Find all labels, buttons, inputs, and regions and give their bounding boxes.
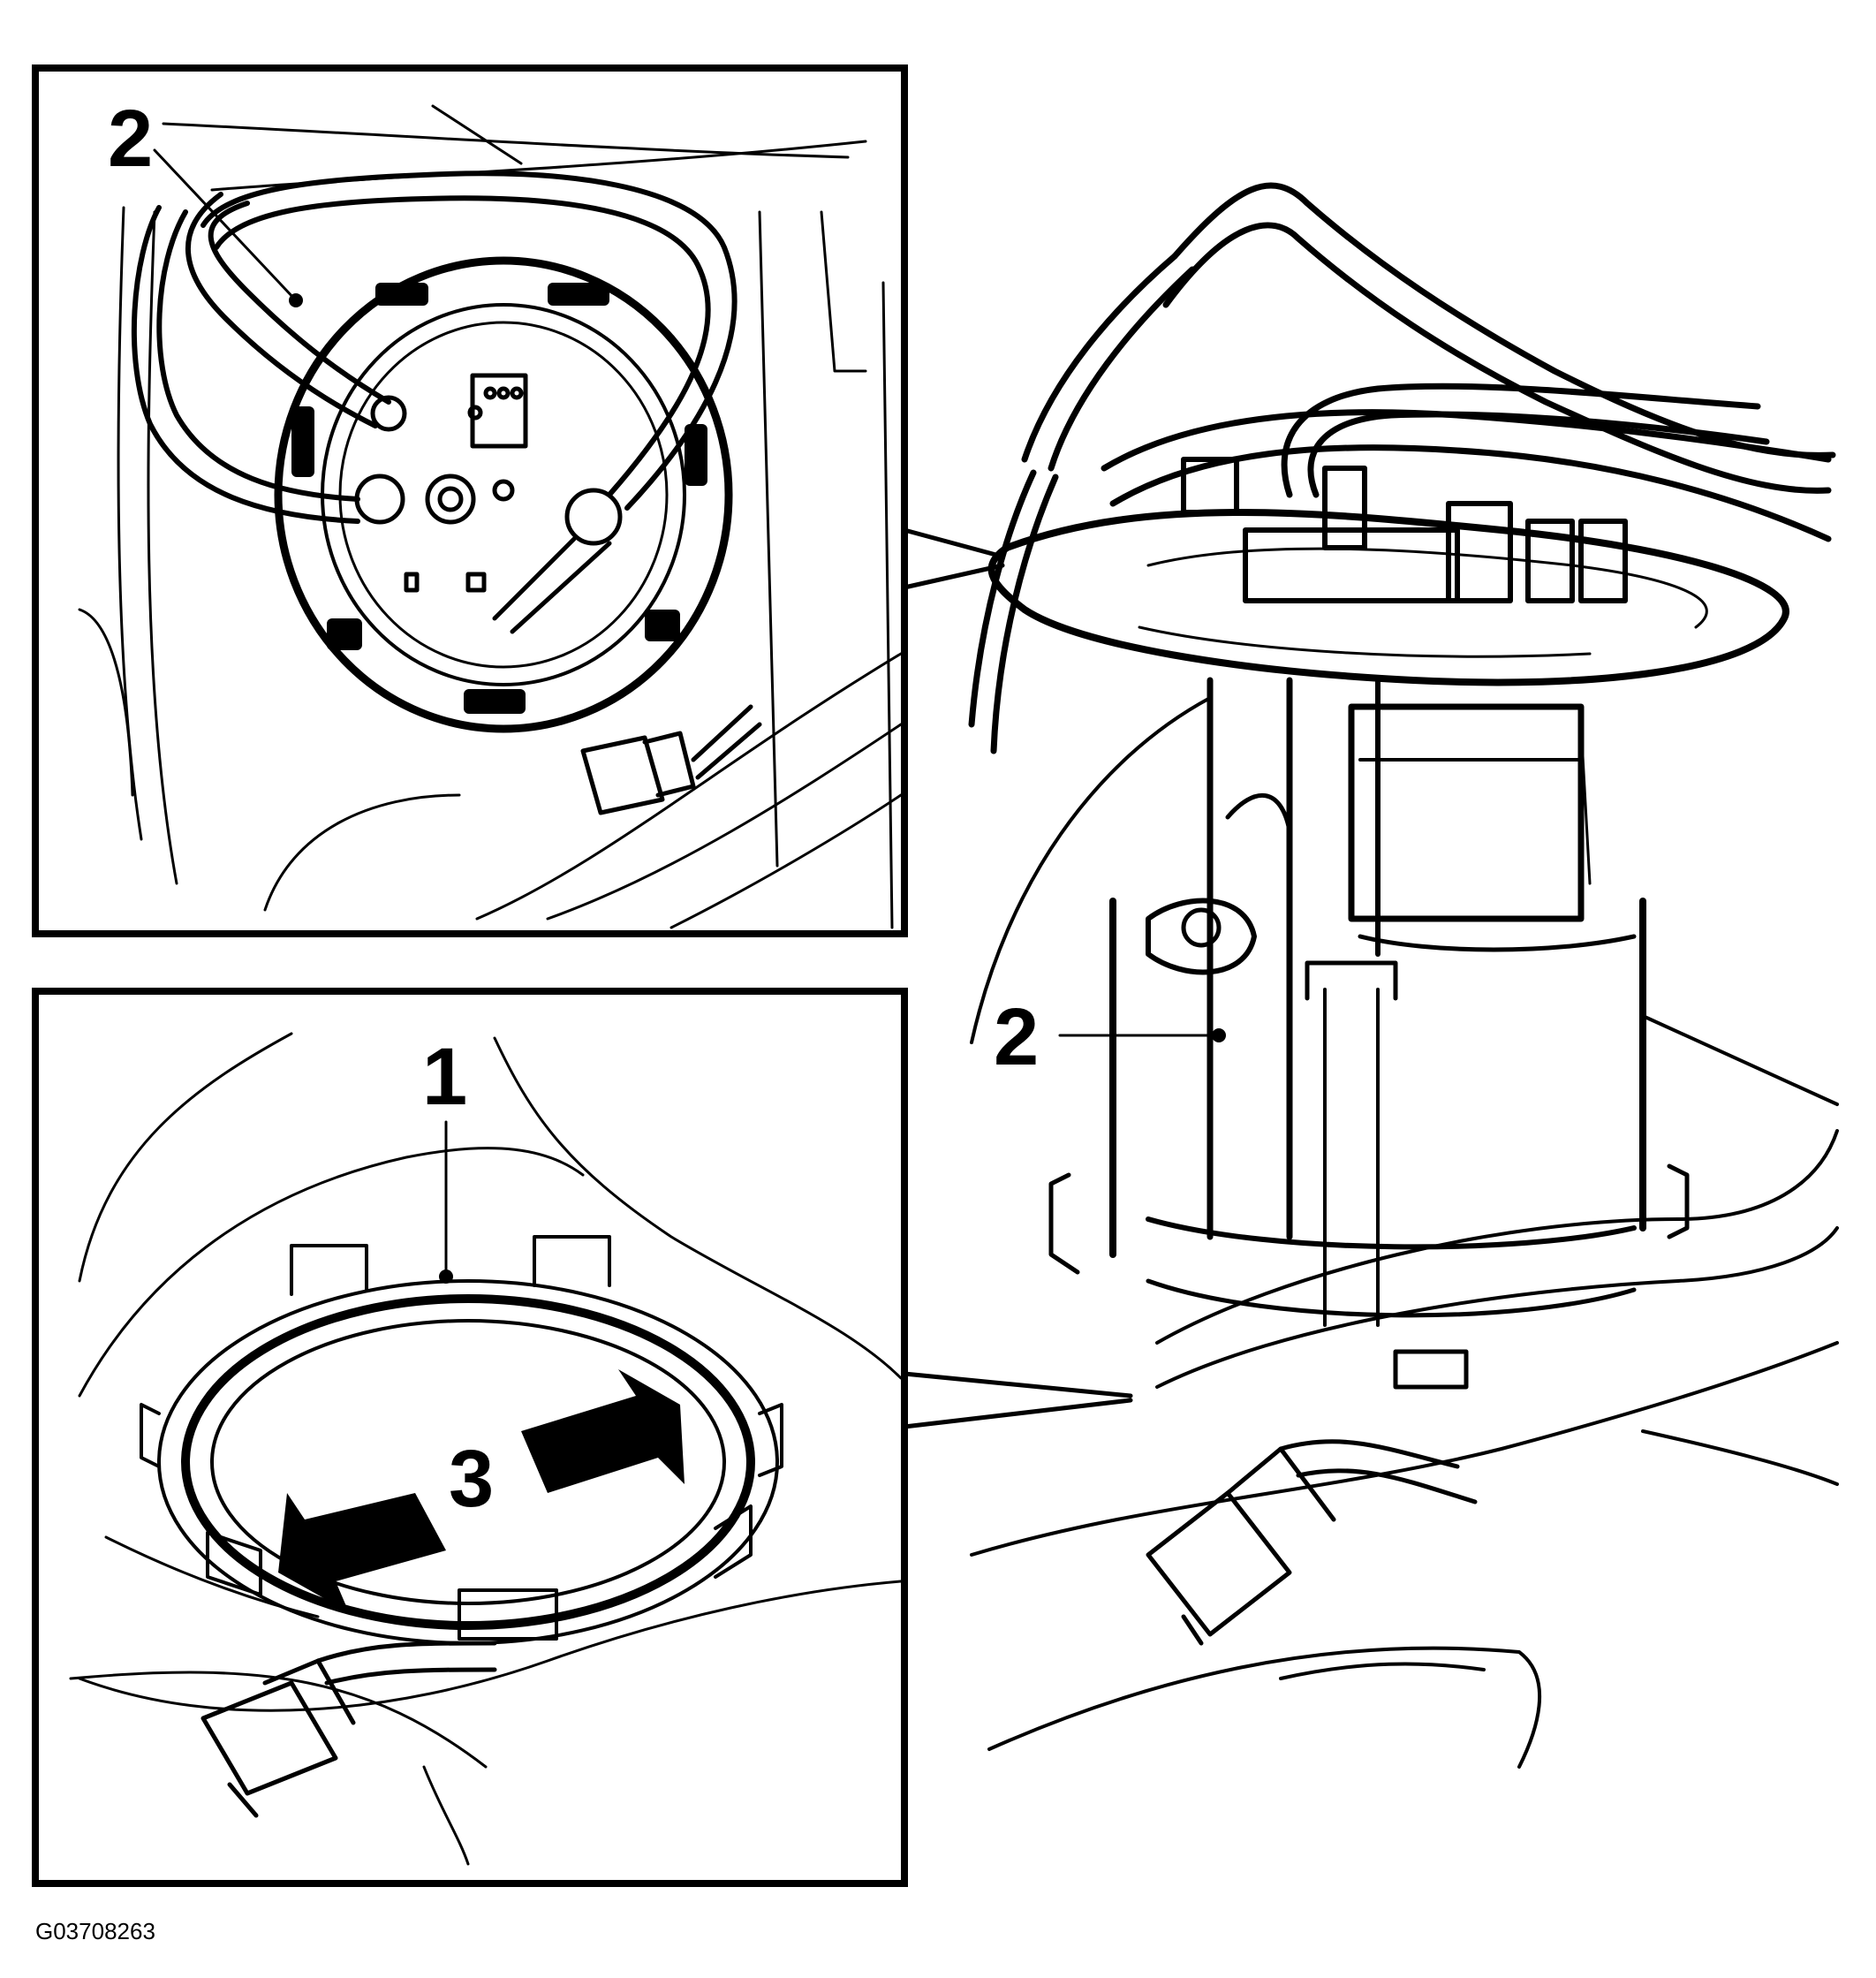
bottom-inset-detail: 1 3	[32, 988, 908, 1887]
top-inset-callout-2: 2	[108, 94, 153, 184]
bottom-inset-callout-1: 1	[422, 1032, 467, 1122]
main-view-callout-2: 2	[994, 992, 1039, 1082]
top-inset-detail: 2	[32, 64, 908, 937]
bottom-inset-callout-3: 3	[449, 1434, 494, 1524]
main-view-fuel-pump-module: 2	[968, 182, 1839, 1769]
figure-id-label: G03708263	[35, 1918, 155, 1944]
bottom-inset-frame	[32, 988, 908, 1887]
